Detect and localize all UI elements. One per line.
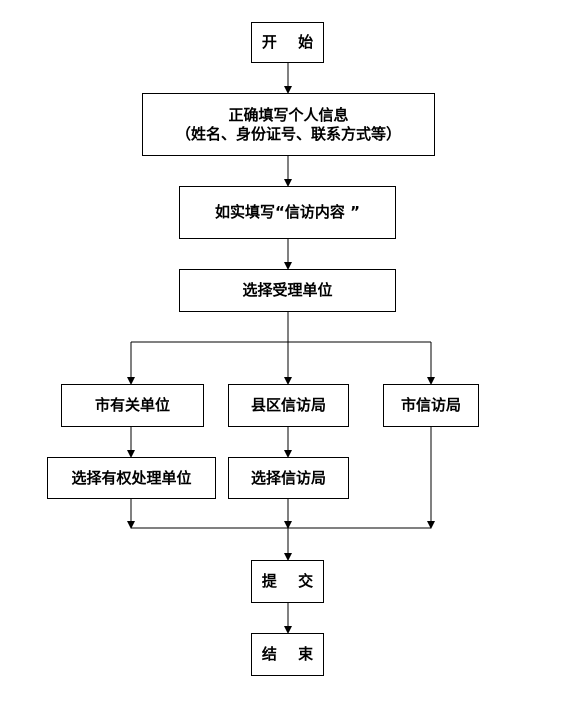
choose-authority-node: 选择有权处理单位 (47, 457, 216, 499)
city-office-node: 市信访局 (383, 384, 479, 427)
city-units-label: 市有关单位 (94, 396, 170, 415)
choose-office-label: 选择信访局 (250, 468, 326, 487)
county-office-label: 县区信访局 (250, 396, 326, 415)
start-node: 开 始 (251, 22, 324, 63)
fill-personal-info-node: 正确填写个人信息 （姓名、身份证号、联系方式等） (142, 93, 435, 156)
choose-office-node: 选择信访局 (228, 457, 349, 499)
start-label: 开 始 (261, 33, 322, 52)
fill-content-node: 如实填写“信访内容 ” (179, 186, 396, 239)
county-office-node: 县区信访局 (228, 384, 349, 427)
end-label: 结 束 (261, 645, 322, 664)
submit-label: 提 交 (261, 572, 322, 591)
end-node: 结 束 (251, 633, 324, 676)
choose-unit-node: 选择受理单位 (179, 269, 396, 312)
choose-unit-label: 选择受理单位 (242, 281, 333, 300)
fill-content-label: 如实填写“信访内容 ” (215, 203, 360, 222)
fill-personal-info-line2: （姓名、身份证号、联系方式等） (175, 124, 401, 143)
city-office-label: 市信访局 (400, 396, 461, 415)
submit-node: 提 交 (251, 560, 324, 603)
city-units-node: 市有关单位 (61, 384, 204, 427)
fill-personal-info-line1: 正确填写个人信息 (228, 105, 349, 124)
choose-authority-label: 选择有权处理单位 (71, 468, 192, 487)
